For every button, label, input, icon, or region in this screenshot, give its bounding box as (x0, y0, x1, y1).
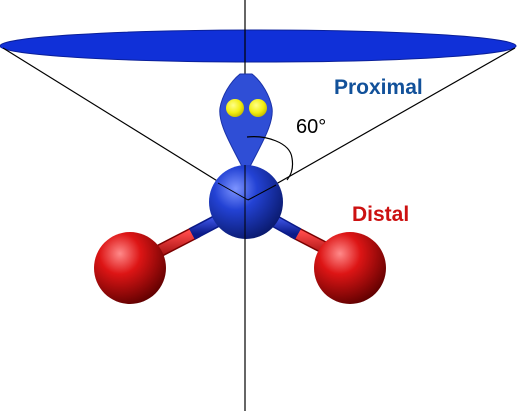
central-atom (209, 165, 283, 239)
proximal-label: Proximal (334, 76, 423, 99)
proximal-plane-disc (0, 29, 517, 63)
cone-left-over-atom (217, 182, 249, 201)
electron-right (249, 99, 267, 117)
lone-pair-lobe (219, 73, 273, 176)
outer-atom-left (94, 232, 166, 304)
cone-line-left (2, 47, 249, 201)
outer-atom-right (314, 232, 386, 304)
angle-label: 60° (296, 116, 326, 138)
distal-label: Distal (352, 203, 409, 226)
angle-arc (246, 136, 294, 181)
cone-line-right (247, 47, 516, 201)
cone-right-over-atom (247, 184, 277, 201)
electron-left (226, 99, 244, 117)
